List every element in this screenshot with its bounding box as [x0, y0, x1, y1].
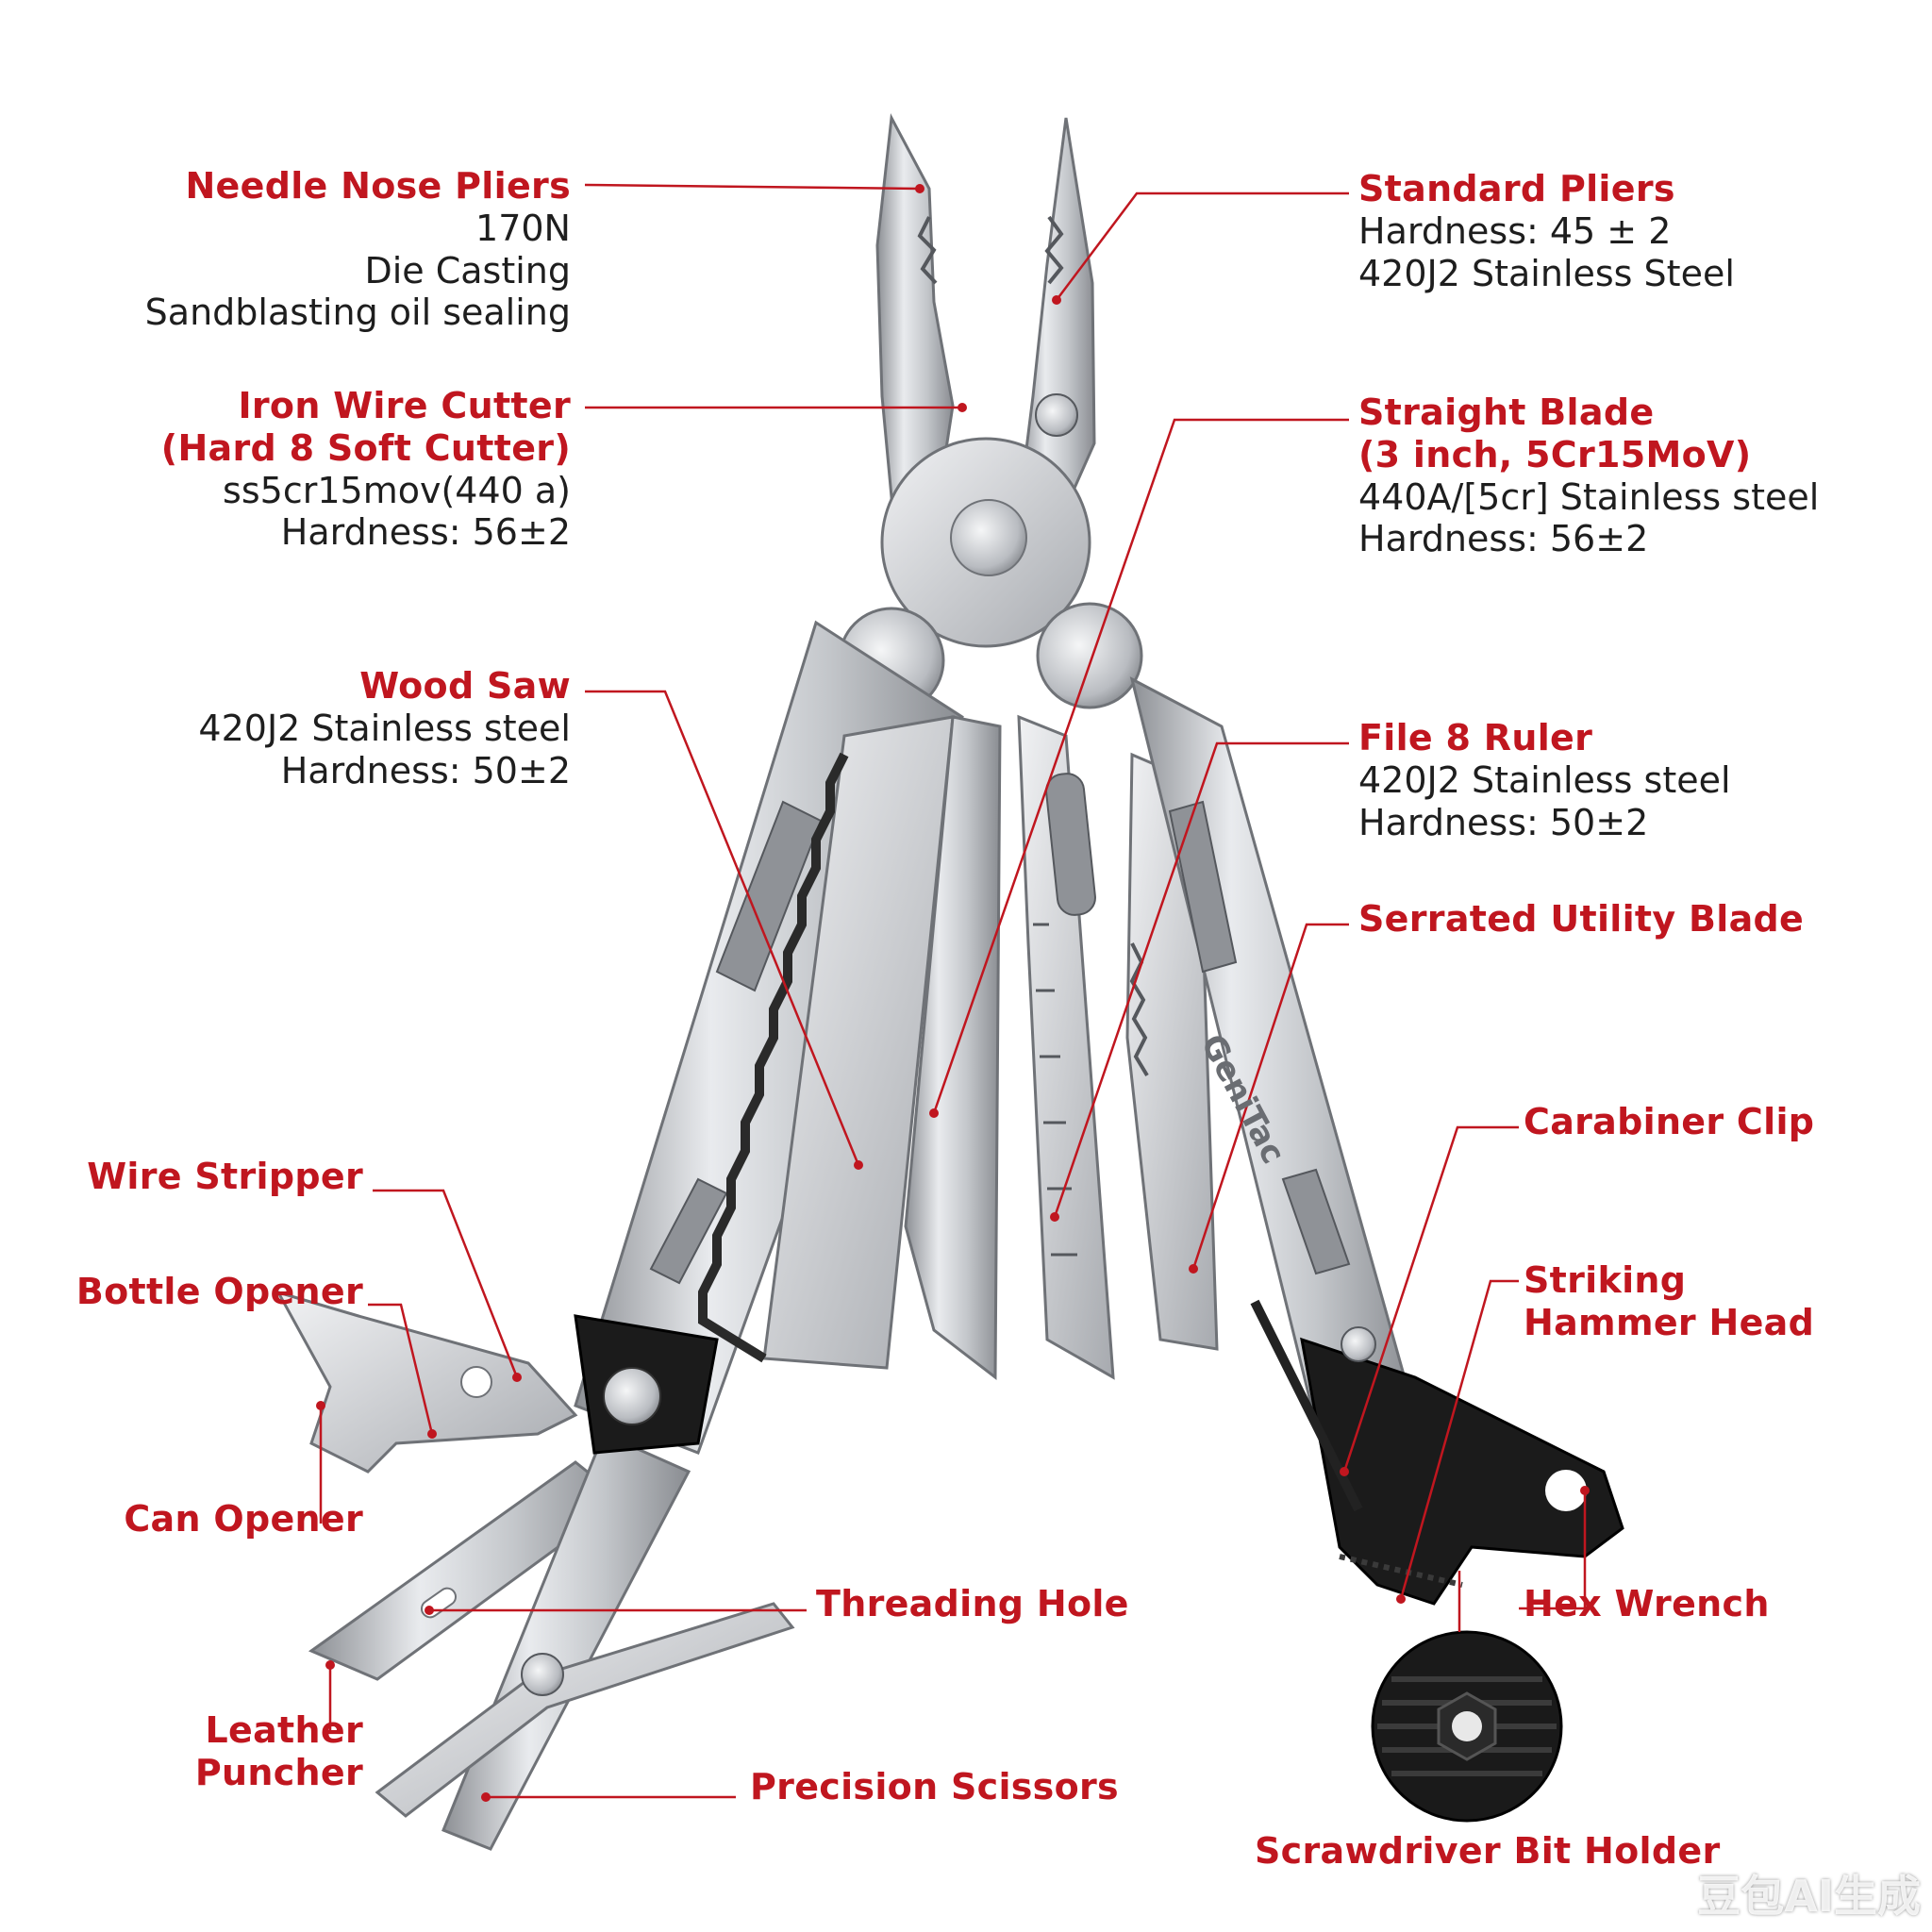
needle-nose-spec-2: Die Casting — [364, 249, 571, 291]
can-opener-title: Can Opener — [124, 1498, 363, 1540]
callout-wood-saw: Wood Saw 420J2 Stainless steel Hardness:… — [198, 665, 571, 791]
callout-file-ruler: File 8 Ruler 420J2 Stainless steel Hardn… — [1358, 717, 1731, 843]
hammer-title-2: Hammer Head — [1524, 1301, 1815, 1343]
standard-pliers-spec-1: Hardness: 45 ± 2 — [1358, 209, 1672, 252]
needle-nose-spec-1: 170N — [475, 207, 571, 249]
wood-saw-spec-2: Hardness: 50±2 — [280, 749, 571, 791]
carabiner-title: Carabiner Clip — [1524, 1101, 1815, 1142]
straight-blade-spec-1: 440A/[5cr] Stainless steel — [1358, 475, 1820, 518]
callout-serrated-utility-blade: Serrated Utility Blade — [1358, 898, 1804, 941]
bit-holder-detail — [1371, 1630, 1563, 1823]
hex-wrench-title: Hex Wrench — [1524, 1583, 1770, 1624]
wire-cutter-spec-1: ss5cr15mov(440 a) — [223, 469, 571, 511]
callout-precision-scissors: Precision Scissors — [750, 1766, 1119, 1808]
bottle-opener-title: Bottle Opener — [75, 1271, 363, 1312]
wire-cutter-spec-2: Hardness: 56±2 — [280, 511, 571, 554]
leader-straight-blade — [932, 418, 1349, 1114]
callout-bit-holder: Scrawdriver Bit Holder — [1255, 1830, 1721, 1873]
leader-standard-pliers — [1056, 192, 1349, 301]
leader-wire-stripper — [373, 1189, 519, 1378]
straight-blade-spec-2: Hardness: 56±2 — [1358, 518, 1649, 560]
leader-wood-saw — [585, 690, 860, 1166]
straight-blade-title-1: Straight Blade — [1358, 391, 1655, 433]
hammer-head — [1300, 1326, 1624, 1606]
scissors-title: Precision Scissors — [750, 1766, 1119, 1807]
wood-saw-title: Wood Saw — [359, 665, 571, 707]
leader-bottle-opener — [368, 1303, 434, 1435]
main-pivot-head — [880, 393, 1091, 648]
callout-carabiner-clip: Carabiner Clip — [1524, 1101, 1814, 1143]
left-lower-tools — [275, 1290, 795, 1851]
callout-hex-wrench: Hex Wrench — [1524, 1583, 1770, 1625]
callout-wire-stripper: Wire Stripper — [87, 1156, 363, 1198]
leader-lines — [319, 183, 1587, 1799]
file-ruler-spec-1: 420J2 Stainless steel — [1358, 758, 1731, 801]
wood-saw-blade — [698, 715, 955, 1370]
leather-puncher-title-1: Leather — [205, 1709, 363, 1751]
standard-pliers-title: Standard Pliers — [1358, 168, 1675, 209]
wire-stripper-title: Wire Stripper — [87, 1156, 363, 1197]
bit-holder-title: Scrawdriver Bit Holder — [1255, 1830, 1721, 1872]
leader-needle-nose — [584, 183, 921, 191]
leather-puncher-title-2: Puncher — [194, 1751, 363, 1793]
right-handle — [1129, 676, 1417, 1445]
leader-carabiner — [1342, 1125, 1519, 1473]
serrated-blade-title: Serrated Utility Blade — [1358, 898, 1805, 940]
callout-straight-blade: Straight Blade (3 inch, 5Cr15MoV) 440A/[… — [1358, 391, 1819, 560]
callout-bottle-opener: Bottle Opener — [76, 1271, 363, 1313]
leader-hex-wrench — [1519, 1491, 1587, 1610]
file-ruler-spec-2: Hardness: 50±2 — [1358, 801, 1649, 843]
callout-iron-wire-cutter: Iron Wire Cutter (Hard 8 Soft Cutter) ss… — [161, 385, 571, 554]
needle-nose-spec-3: Sandblasting oil sealing — [144, 291, 571, 334]
standard-pliers-spec-2: 420J2 Stainless Steel — [1358, 252, 1735, 294]
file-ruler — [1017, 714, 1115, 1380]
callout-leather-puncher: Leather Puncher — [195, 1709, 363, 1794]
leader-dots — [316, 184, 1590, 1802]
wire-cutter-title-1: Iron Wire Cutter — [238, 385, 571, 426]
leader-file-ruler — [1053, 741, 1349, 1218]
file-ruler-title: File 8 Ruler — [1358, 717, 1593, 758]
straight-blade-title-2: (3 inch, 5Cr15MoV) — [1358, 433, 1752, 475]
straight-blade — [904, 715, 1002, 1381]
threading-hole-title: Threading Hole — [816, 1583, 1129, 1624]
callout-standard-pliers: Standard Pliers Hardness: 45 ± 2 420J2 S… — [1358, 168, 1735, 294]
callout-threading-hole: Threading Hole — [816, 1583, 1129, 1625]
hammer-title-1: Striking — [1524, 1259, 1687, 1301]
callout-striking-hammer-head: Striking Hammer Head — [1524, 1259, 1814, 1344]
watermark: 豆包AI生成 — [1697, 1871, 1921, 1922]
wood-saw-spec-1: 420J2 Stainless steel — [198, 707, 571, 749]
callout-needle-nose-pliers: Needle Nose Pliers 170N Die Casting Sand… — [145, 165, 571, 334]
callout-can-opener: Can Opener — [124, 1498, 363, 1541]
leader-serrated — [1191, 923, 1349, 1270]
wire-cutter-title-2: (Hard 8 Soft Cutter) — [160, 426, 571, 469]
needle-nose-title: Needle Nose Pliers — [185, 165, 571, 207]
leader-hammer — [1399, 1279, 1519, 1600]
